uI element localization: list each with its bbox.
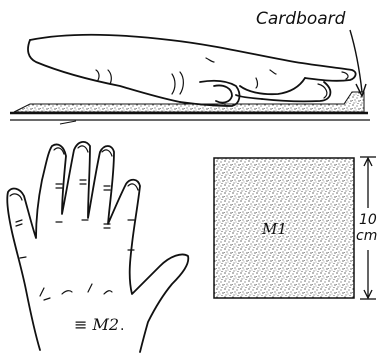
hand-mass-label: ≡ M2 [74,315,119,334]
palm-nail-pinky [128,184,138,190]
cardboard-square-group: M1 [214,158,354,298]
palm-nail-ring [102,150,112,156]
side-knuckle-crease-2 [180,72,183,94]
side-wrist-crease-1 [96,70,99,80]
side-knuckle-crease-3 [206,58,214,62]
palm-finger-creases [16,180,134,258]
palm-view-hand: ≡ M2 . [7,142,188,352]
square-mass-label: M1 [261,220,287,238]
side-hand-outline [30,35,356,81]
hand-mass-dot: . [120,318,124,334]
dimension-unit: cm [356,228,377,244]
side-thumb [180,81,239,106]
stray-mark [60,121,76,124]
cardboard-callout: Cardboard [256,9,366,96]
side-finger-crease [256,78,258,88]
side-hand-lower-outline [28,40,180,102]
side-knuckle-crease-4 [270,70,276,74]
side-wrist-crease-2 [108,70,111,84]
cardboard-leader-line [350,30,362,92]
dimension-marker: 10 cm [356,157,377,299]
dimension-value: 10 [359,212,377,228]
side-view-hand-on-cardboard [10,35,370,124]
side-thumb-nail [214,85,232,102]
palm-nail-middle [78,146,88,152]
side-knuckle-crease-1 [172,74,175,94]
side-finger-1 [240,78,305,94]
cardboard-label: Cardboard [256,9,346,29]
palm-nail-thumb-finger [10,194,22,200]
palm-lines [40,284,112,300]
side-nail-2 [342,72,348,79]
side-nail-1 [318,84,327,98]
